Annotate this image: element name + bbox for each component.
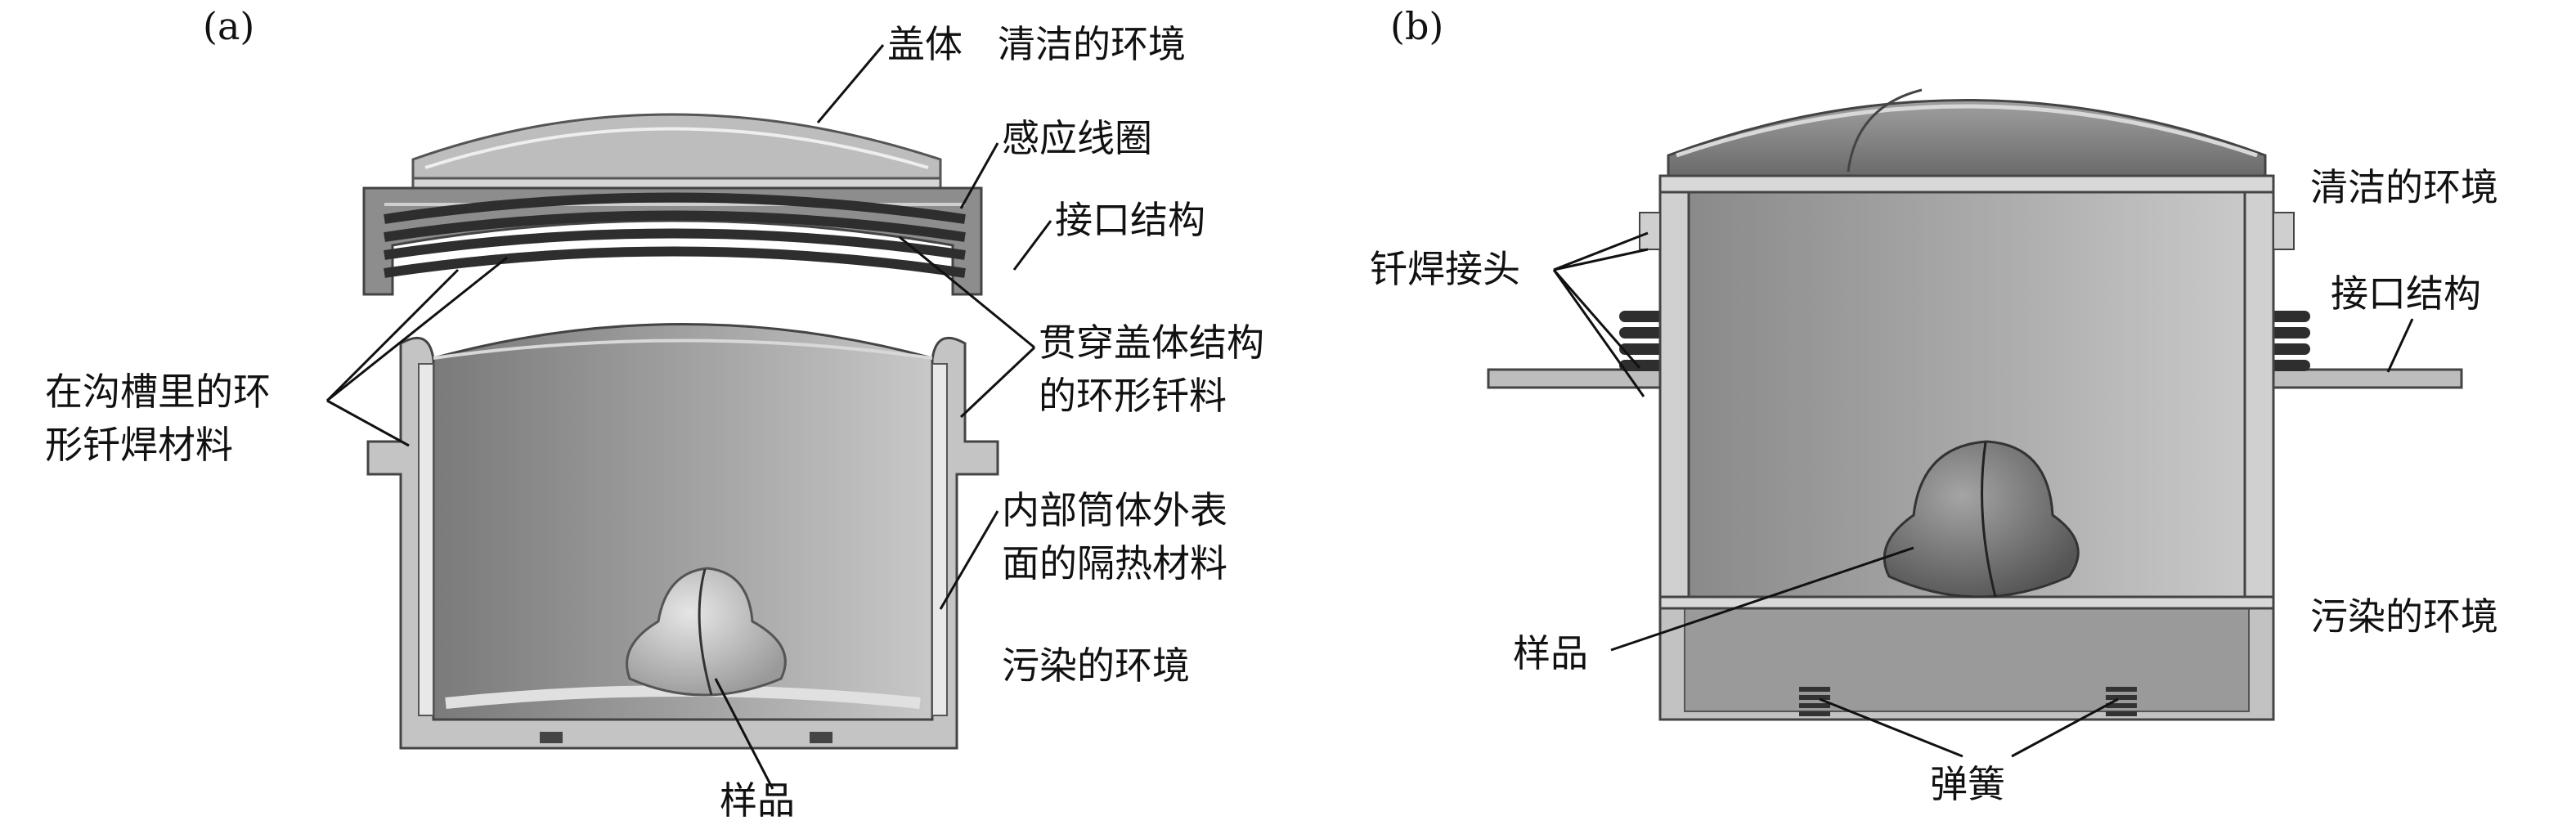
springs-b [1799,687,2137,716]
label-spring: 弹簧 [1930,762,2005,806]
label-clean-env-b: 清洁的环境 [2310,165,2498,209]
label-groove-braze-1: 在沟槽里的环 [45,370,271,414]
label-interface-a: 接口结构 [1055,198,1205,242]
label-clean-env-a: 清洁的环境 [998,22,1186,66]
label-sample-a: 样品 [720,778,795,823]
label-ring-braze-1: 贯穿盖体结构 [1039,321,1264,365]
lid [411,113,942,198]
panel-a: (a) [45,4,1264,823]
leaders-b [1552,231,2414,758]
label-lid: 盖体 [887,22,963,66]
label-sample-b: 样品 [1513,631,1588,675]
springs-a [540,732,832,743]
label-braze-joint: 钎焊接头 [1370,247,1520,291]
insulation [418,363,948,716]
label-ring-braze-2: 的环形钎料 [1039,374,1227,418]
panel-b-tag: (b) [1390,4,1443,48]
lid-b [1667,88,2267,177]
label-insulation-1: 内部筒体外表 [1002,488,1227,532]
panel-b: (b) [1370,4,2498,806]
sample-b [1883,440,2080,599]
interface-plate-b [1487,368,2463,389]
sample-a [626,567,787,697]
panel-a-tag: (a) [203,4,254,48]
induction-coil [384,192,966,278]
label-interface-b: 接口结构 [2331,271,2481,316]
label-induction-coil: 感应线圈 [1002,116,1152,160]
label-dirty-env-a: 污染的环境 [1002,643,1190,688]
leaders-a [325,44,1052,790]
label-dirty-env-b: 污染的环境 [2310,594,2498,639]
label-insulation-2: 面的隔热材料 [1002,541,1227,585]
label-groove-braze-2: 形钎焊材料 [45,423,233,467]
